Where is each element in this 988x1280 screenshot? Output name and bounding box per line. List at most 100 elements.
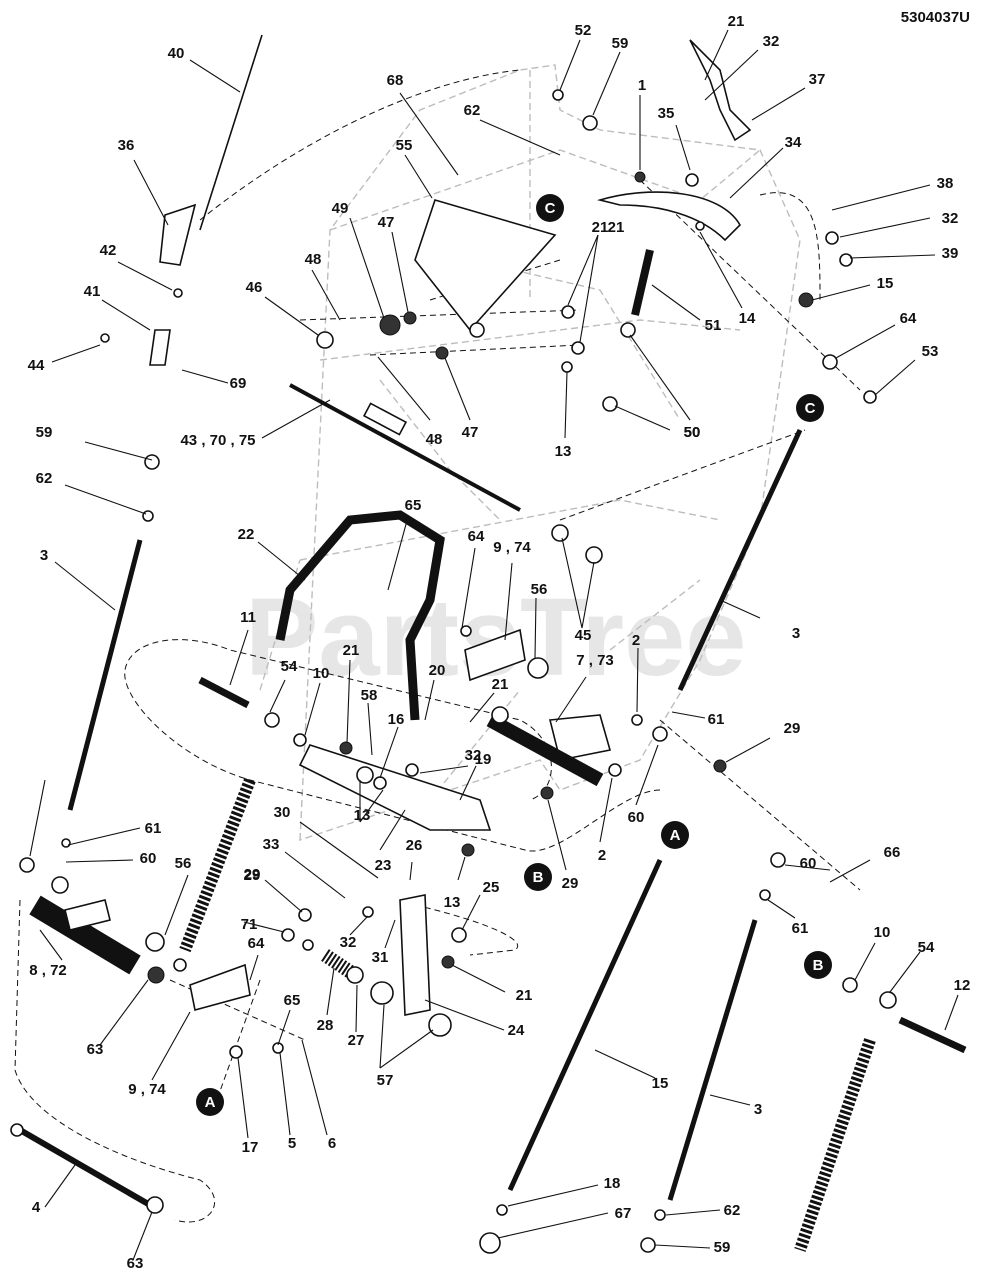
rod-43: [289, 383, 521, 512]
svg-text:C: C: [545, 200, 556, 217]
rod-15: [507, 858, 663, 1192]
callout-a-bottom: A: [196, 1088, 224, 1116]
part-label: 15: [652, 1075, 669, 1092]
part-label: 54: [918, 939, 935, 956]
part-label: 9 , 74: [493, 539, 531, 556]
part-label: 36: [118, 137, 135, 154]
part-label: 33: [263, 836, 280, 853]
part-label: 25: [483, 879, 500, 896]
bracket-19: [298, 744, 492, 831]
part-label: 62: [36, 470, 53, 487]
part-label: 2: [598, 847, 606, 864]
leader-lines: [29, 29, 959, 1261]
part-label: 48: [426, 431, 443, 448]
part-label: 35: [658, 105, 675, 122]
bracket-9-lower: [189, 963, 251, 1011]
svg-text:A: A: [670, 827, 681, 844]
part-label: 21: [728, 13, 745, 30]
part-label: 56: [175, 855, 192, 872]
part-label: 15: [877, 275, 894, 292]
part-label: 21: [492, 676, 509, 693]
part-label: 9 , 74: [128, 1081, 166, 1098]
part-label: 40: [168, 45, 185, 62]
part-label: 22: [238, 526, 255, 543]
part-label: 44: [28, 357, 45, 374]
part-label: 3: [792, 625, 800, 642]
rod-3-right: [677, 428, 803, 692]
part-label: 61: [145, 820, 162, 837]
part-label: 6: [328, 1135, 336, 1152]
part-label: 69: [230, 375, 247, 392]
part-label: 46: [246, 279, 263, 296]
part-label: 50: [684, 424, 701, 441]
part-label: 30: [274, 804, 291, 821]
bolt-11: [198, 676, 250, 709]
shaft-4: [18, 1127, 152, 1208]
part-label: 62: [464, 102, 481, 119]
part-label: 67: [615, 1205, 632, 1222]
bracket-9-upper: [464, 628, 526, 682]
part-label: 32: [340, 934, 357, 951]
bracket-37: [689, 39, 752, 142]
part-label: 65: [284, 992, 301, 1009]
part-label: 48: [305, 251, 322, 268]
part-label: 29: [562, 875, 579, 892]
part-label: 38: [937, 175, 954, 192]
part-label: 31: [372, 949, 389, 966]
part-label: 63: [87, 1041, 104, 1058]
part-label: 54: [281, 658, 298, 675]
part-label: 64: [900, 310, 917, 327]
spring-left: [179, 777, 256, 953]
bolt-12: [898, 1016, 967, 1054]
part-label: 41: [84, 283, 101, 300]
part-label: 13: [444, 894, 461, 911]
part-label: 24: [508, 1022, 525, 1039]
svg-text:B: B: [533, 869, 544, 886]
part-label: 47: [462, 424, 479, 441]
part-label: 12: [954, 977, 971, 994]
part-label: 52: [575, 22, 592, 39]
part-labels: 4036424144696855625259121323735343832391…: [28, 13, 971, 1272]
part-label: 53: [922, 343, 939, 360]
part-label: 60: [140, 850, 157, 867]
link-24: [399, 894, 431, 1016]
part-label: 10: [313, 665, 330, 682]
part-label: 63: [127, 1255, 144, 1272]
part-label: 29: [784, 720, 801, 737]
part-label: 26: [406, 837, 423, 854]
part-label: 19: [475, 751, 492, 768]
part-label: 3: [754, 1101, 762, 1118]
part-label: 49: [332, 200, 349, 217]
handle-22: [275, 510, 445, 721]
part-label: 32: [942, 210, 959, 227]
part-label: 39: [942, 245, 959, 262]
callout-c-top: C: [536, 194, 564, 222]
part-label: 1: [638, 77, 646, 94]
part-label: 58: [361, 687, 378, 704]
svg-text:A: A: [205, 1094, 216, 1111]
part-label: 50: [684, 424, 701, 441]
part-label: 55: [396, 137, 413, 154]
part-label: 20: [429, 662, 446, 679]
hardware: [10, 89, 897, 1254]
part-label: 57: [377, 1072, 394, 1089]
plate-7: [486, 713, 612, 787]
part-label: 10: [874, 924, 891, 941]
part-label: 21: [516, 987, 533, 1004]
rod-40: [199, 34, 263, 231]
callout-b-right: B: [804, 951, 832, 979]
part-label: 21: [592, 219, 609, 236]
part-label: 47: [378, 214, 395, 231]
part-label: 18: [604, 1175, 621, 1192]
part-label: 32: [763, 33, 780, 50]
bolt-51: [631, 249, 654, 316]
part-label: 71: [241, 916, 258, 933]
part-label: 37: [809, 71, 826, 88]
part-label: 51: [705, 317, 722, 334]
part-label: 59: [714, 1239, 731, 1256]
diagram-reference-number: 5304037U: [901, 9, 970, 26]
part-label: 64: [248, 935, 265, 952]
part-label: 17: [242, 1139, 259, 1156]
svg-text:B: B: [813, 957, 824, 974]
part-label: 64: [468, 528, 485, 545]
